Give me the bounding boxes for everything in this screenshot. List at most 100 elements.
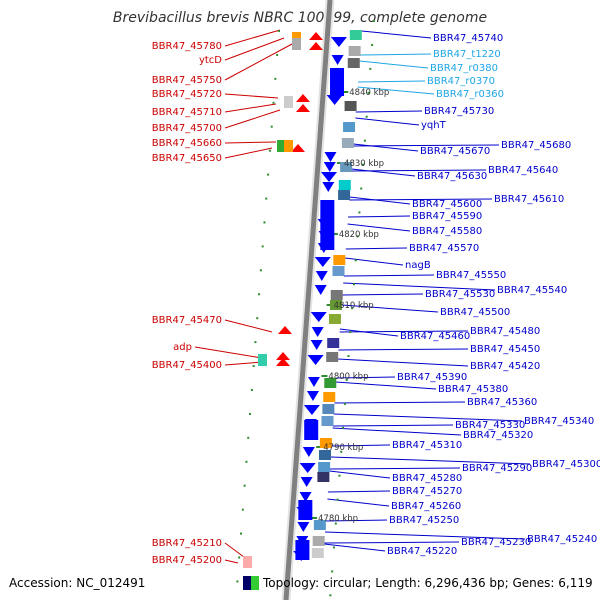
outer-ring-left [235,29,280,600]
legend-box [251,576,259,590]
reverse-gene-arrow [310,312,327,322]
right-label-leader [347,223,411,232]
left-gene-label: BBR47_45470 [152,315,222,326]
genome-title: Brevibacillus brevis NBRC 100599, comple… [112,10,488,26]
feature-block [340,162,353,172]
outer-ring-right [329,19,375,600]
right-gene-label: BBR47_45600 [412,199,482,210]
right-label-leader [351,168,416,177]
right-gene-label: BBR47_45530 [425,289,495,300]
right-label-leader [332,424,454,427]
kbp-tick-label: 4840 kbp [349,88,389,98]
reverse-gene-arrow [311,327,324,337]
feature-block [317,472,330,482]
feature-block [333,255,346,265]
forward-gene-arrow [276,358,290,366]
right-label-leader [355,110,423,113]
right-label-leader [339,328,399,337]
backbone-line [283,0,333,600]
right-label-leader [333,413,523,422]
left-gene-label: BBR47_45200 [152,555,222,566]
left-gene-label: BBR47_45210 [152,538,222,549]
left-gene-label: BBR47_45660 [152,138,222,149]
right-gene-label: BBR47_45300 [532,459,600,470]
forward-feature-block [258,354,267,366]
right-label-leader [329,470,391,479]
left-gene-label: BBR47_45700 [152,123,222,134]
right-gene-label: BBR47_45500 [440,307,510,318]
right-gene-label: yqhT [421,120,447,131]
left-label-leader [224,37,285,61]
right-gene-label: BBR47_45610 [494,194,564,205]
feature-block [318,462,331,472]
feature-block [343,122,356,132]
right-gene-label: BBR47_45270 [392,486,462,497]
reverse-gene-arrow [331,55,344,65]
reverse-gene-block [330,68,345,96]
right-label-leader [337,358,469,367]
right-label-leader [325,519,388,522]
right-gene-label: nagB [405,260,431,271]
reverse-gene-block [298,500,313,520]
reverse-gene-arrow [302,447,315,457]
reverse-gene-arrow [315,271,328,281]
feature-block [338,180,351,190]
feature-block [330,290,343,300]
left-label-leader [224,147,273,159]
feature-block [332,266,345,276]
right-label-leader [335,381,437,390]
feature-block [328,314,341,324]
right-gene-label: BBR47_45330 [455,420,525,431]
right-label-leader [329,467,461,470]
reverse-gene-arrow [324,152,337,162]
right-gene-label: BBR47_r0380 [430,63,498,74]
reverse-gene-arrow [330,37,347,47]
right-label-leader [353,144,500,147]
right-label-leader [327,490,391,493]
feature-block [322,404,335,414]
kbp-tick-label: 4800 kbp [328,372,368,382]
right-label-leader [324,541,460,544]
kbp-tick-label: 4830 kbp [344,159,384,169]
right-gene-label: BBR47_45460 [400,331,470,342]
right-label-leader [353,143,419,152]
right-label-leader [357,80,426,83]
reverse-gene-block [320,200,335,250]
right-gene-label: BBR47_45290 [462,463,532,474]
left-label-leader [224,559,239,564]
reverse-gene-block [295,540,310,560]
feature-block [330,300,342,310]
left-gene-label: ytcD [199,55,222,66]
right-gene-label: BBR47_t1220 [433,49,501,60]
right-label-leader [332,427,462,436]
right-gene-label: BBR47_45280 [392,473,462,484]
left-label-leader [224,93,279,99]
forward-gene-arrow [278,326,292,334]
forward-gene-arrow [296,94,310,102]
left-label-leader [194,346,263,359]
left-gene-label: BBR47_45750 [152,75,222,86]
genome-summary: Topology: circular; Length: 6,296,436 bp… [263,576,593,590]
right-label-leader [338,348,469,351]
right-label-leader [324,531,526,540]
reverse-gene-arrow [297,522,310,532]
feature-block [319,438,332,448]
right-gene-label: BBR47_45480 [470,326,540,337]
right-label-leader [359,60,429,69]
reverse-gene-arrow [314,257,331,267]
reverse-gene-arrow [303,405,320,415]
forward-gene-arrow [296,104,310,112]
left-gene-label: BBR47_45650 [152,153,222,164]
feature-block [341,138,354,148]
right-gene-label: BBR47_45360 [467,397,537,408]
right-label-leader [359,53,432,56]
right-gene-label: BBR47_45220 [387,546,457,557]
right-gene-label: BBR47_45420 [470,361,540,372]
left-label-leader [224,109,281,129]
right-label-leader [349,196,411,205]
right-gene-label: BBR47_r0360 [436,89,504,100]
right-gene-label: BBR47_45550 [436,270,506,281]
forward-feature-block [284,96,293,108]
right-label-leader [361,30,432,39]
right-gene-label: BBR47_45390 [397,372,467,383]
